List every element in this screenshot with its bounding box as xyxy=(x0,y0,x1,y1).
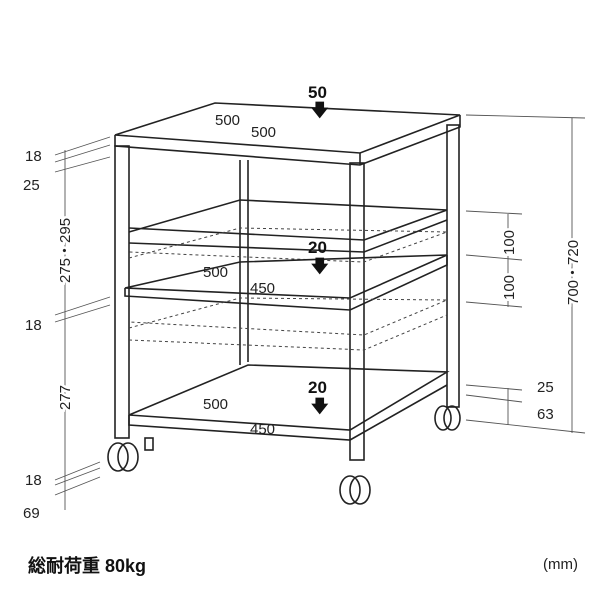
bottom-shelf xyxy=(128,364,450,441)
floor-height: 63 xyxy=(537,406,554,423)
lower-height: 277 xyxy=(57,385,74,410)
bottom-board-thickness: 18 xyxy=(25,472,42,489)
adjust-lower: 100 xyxy=(501,275,518,300)
middle-width: 450 xyxy=(250,280,275,297)
right-dimension-lines xyxy=(465,114,586,434)
upper-shelf xyxy=(128,199,448,263)
total-load-caption: 総耐荷重 80kg xyxy=(28,556,147,576)
left-dimension-lines xyxy=(54,136,111,510)
caster-height: 69 xyxy=(23,505,40,522)
top-depth: 500 xyxy=(215,112,240,129)
middle-shelf xyxy=(124,254,448,351)
unit-label: (mm) xyxy=(543,556,578,573)
upper-height: 275・295 xyxy=(57,218,74,283)
arrow-down-icon: 🡇 xyxy=(311,101,329,120)
caster-icons xyxy=(107,405,461,505)
adjust-upper: 100 xyxy=(501,230,518,255)
mid-board-thickness: 18 xyxy=(25,317,42,334)
middle-load-label: 20 xyxy=(308,238,327,257)
total-height: 700・720 xyxy=(565,240,582,305)
bottom-width: 450 xyxy=(250,421,275,438)
arrow-down-icon: 🡇 xyxy=(311,397,329,416)
top-load-label: 50 xyxy=(308,83,327,102)
top-board-thickness: 18 xyxy=(25,148,42,165)
arrow-down-icon: 🡇 xyxy=(311,257,329,276)
top-board xyxy=(114,102,461,166)
top-gap: 25 xyxy=(23,177,40,194)
bottom-gap: 25 xyxy=(537,379,554,396)
top-width: 500 xyxy=(251,124,276,141)
middle-depth: 500 xyxy=(203,264,228,281)
legs xyxy=(114,124,460,461)
bottom-load-label: 20 xyxy=(308,378,327,397)
bottom-depth: 500 xyxy=(203,396,228,413)
